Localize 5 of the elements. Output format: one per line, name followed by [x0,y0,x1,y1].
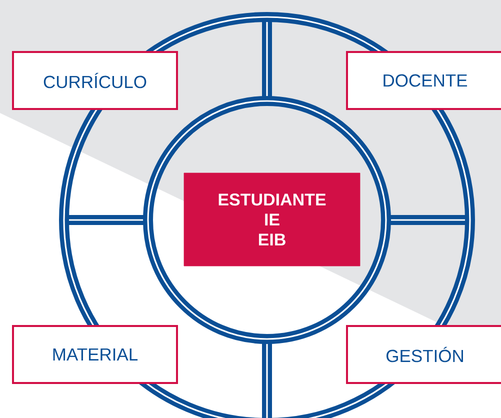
label-box: DOCENTE [346,51,501,110]
label-box: GESTIÓN [346,325,501,384]
label-box: CURRÍCULO [12,51,178,110]
center-box: ESTUDIANTE IE EIB [184,172,360,266]
label-box: MATERIAL [12,325,178,384]
